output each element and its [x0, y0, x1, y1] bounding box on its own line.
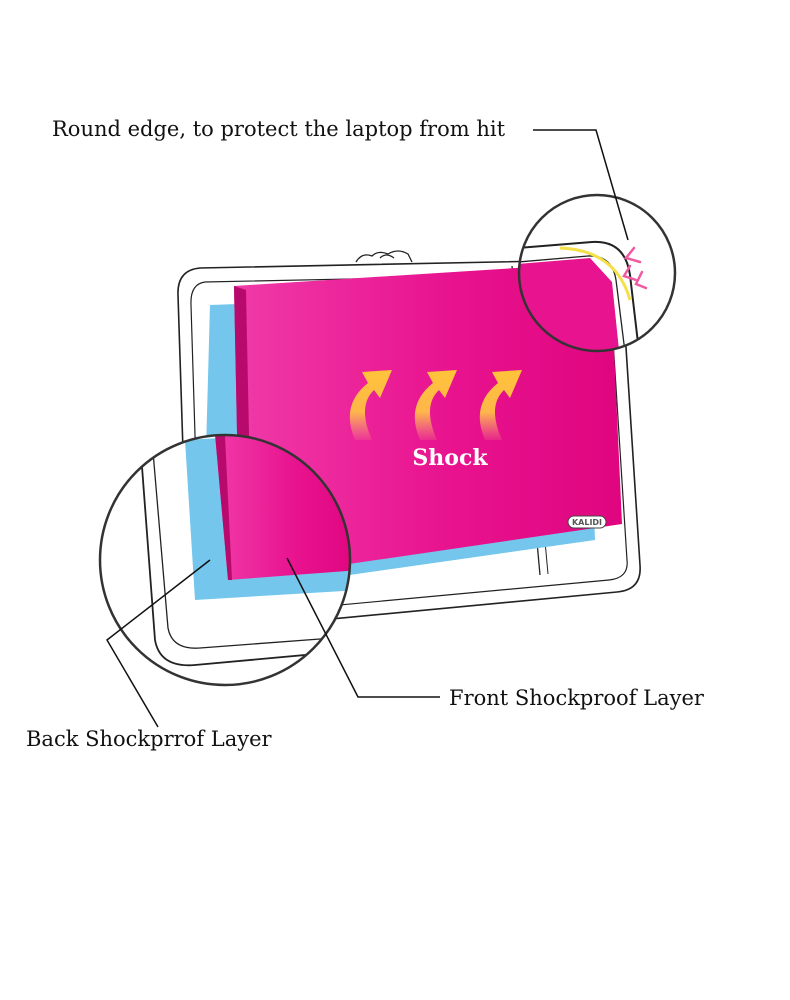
back-layer-label: Back Shockprrof Layer: [26, 727, 273, 751]
layer-magnifier: [98, 433, 352, 687]
round-edge-label: Round edge, to protect the laptop from h…: [52, 117, 506, 141]
shock-label: Shock: [412, 445, 488, 471]
brand-logo: KALIDI: [567, 515, 607, 529]
curved-arrow-icon: [479, 370, 522, 440]
curved-arrow-icon: [349, 370, 392, 440]
front-layer-label: Front Shockproof Layer: [449, 686, 705, 710]
brand-logo-text: KALIDI: [572, 518, 602, 527]
edge-highlight: [559, 246, 632, 301]
callout-leader-lines: [106, 129, 629, 728]
double-chevron-icon: [622, 246, 648, 290]
curved-arrow-icon: [414, 370, 457, 440]
edge-magnifier: [517, 193, 677, 353]
zipper-pull-icon: [355, 250, 413, 263]
